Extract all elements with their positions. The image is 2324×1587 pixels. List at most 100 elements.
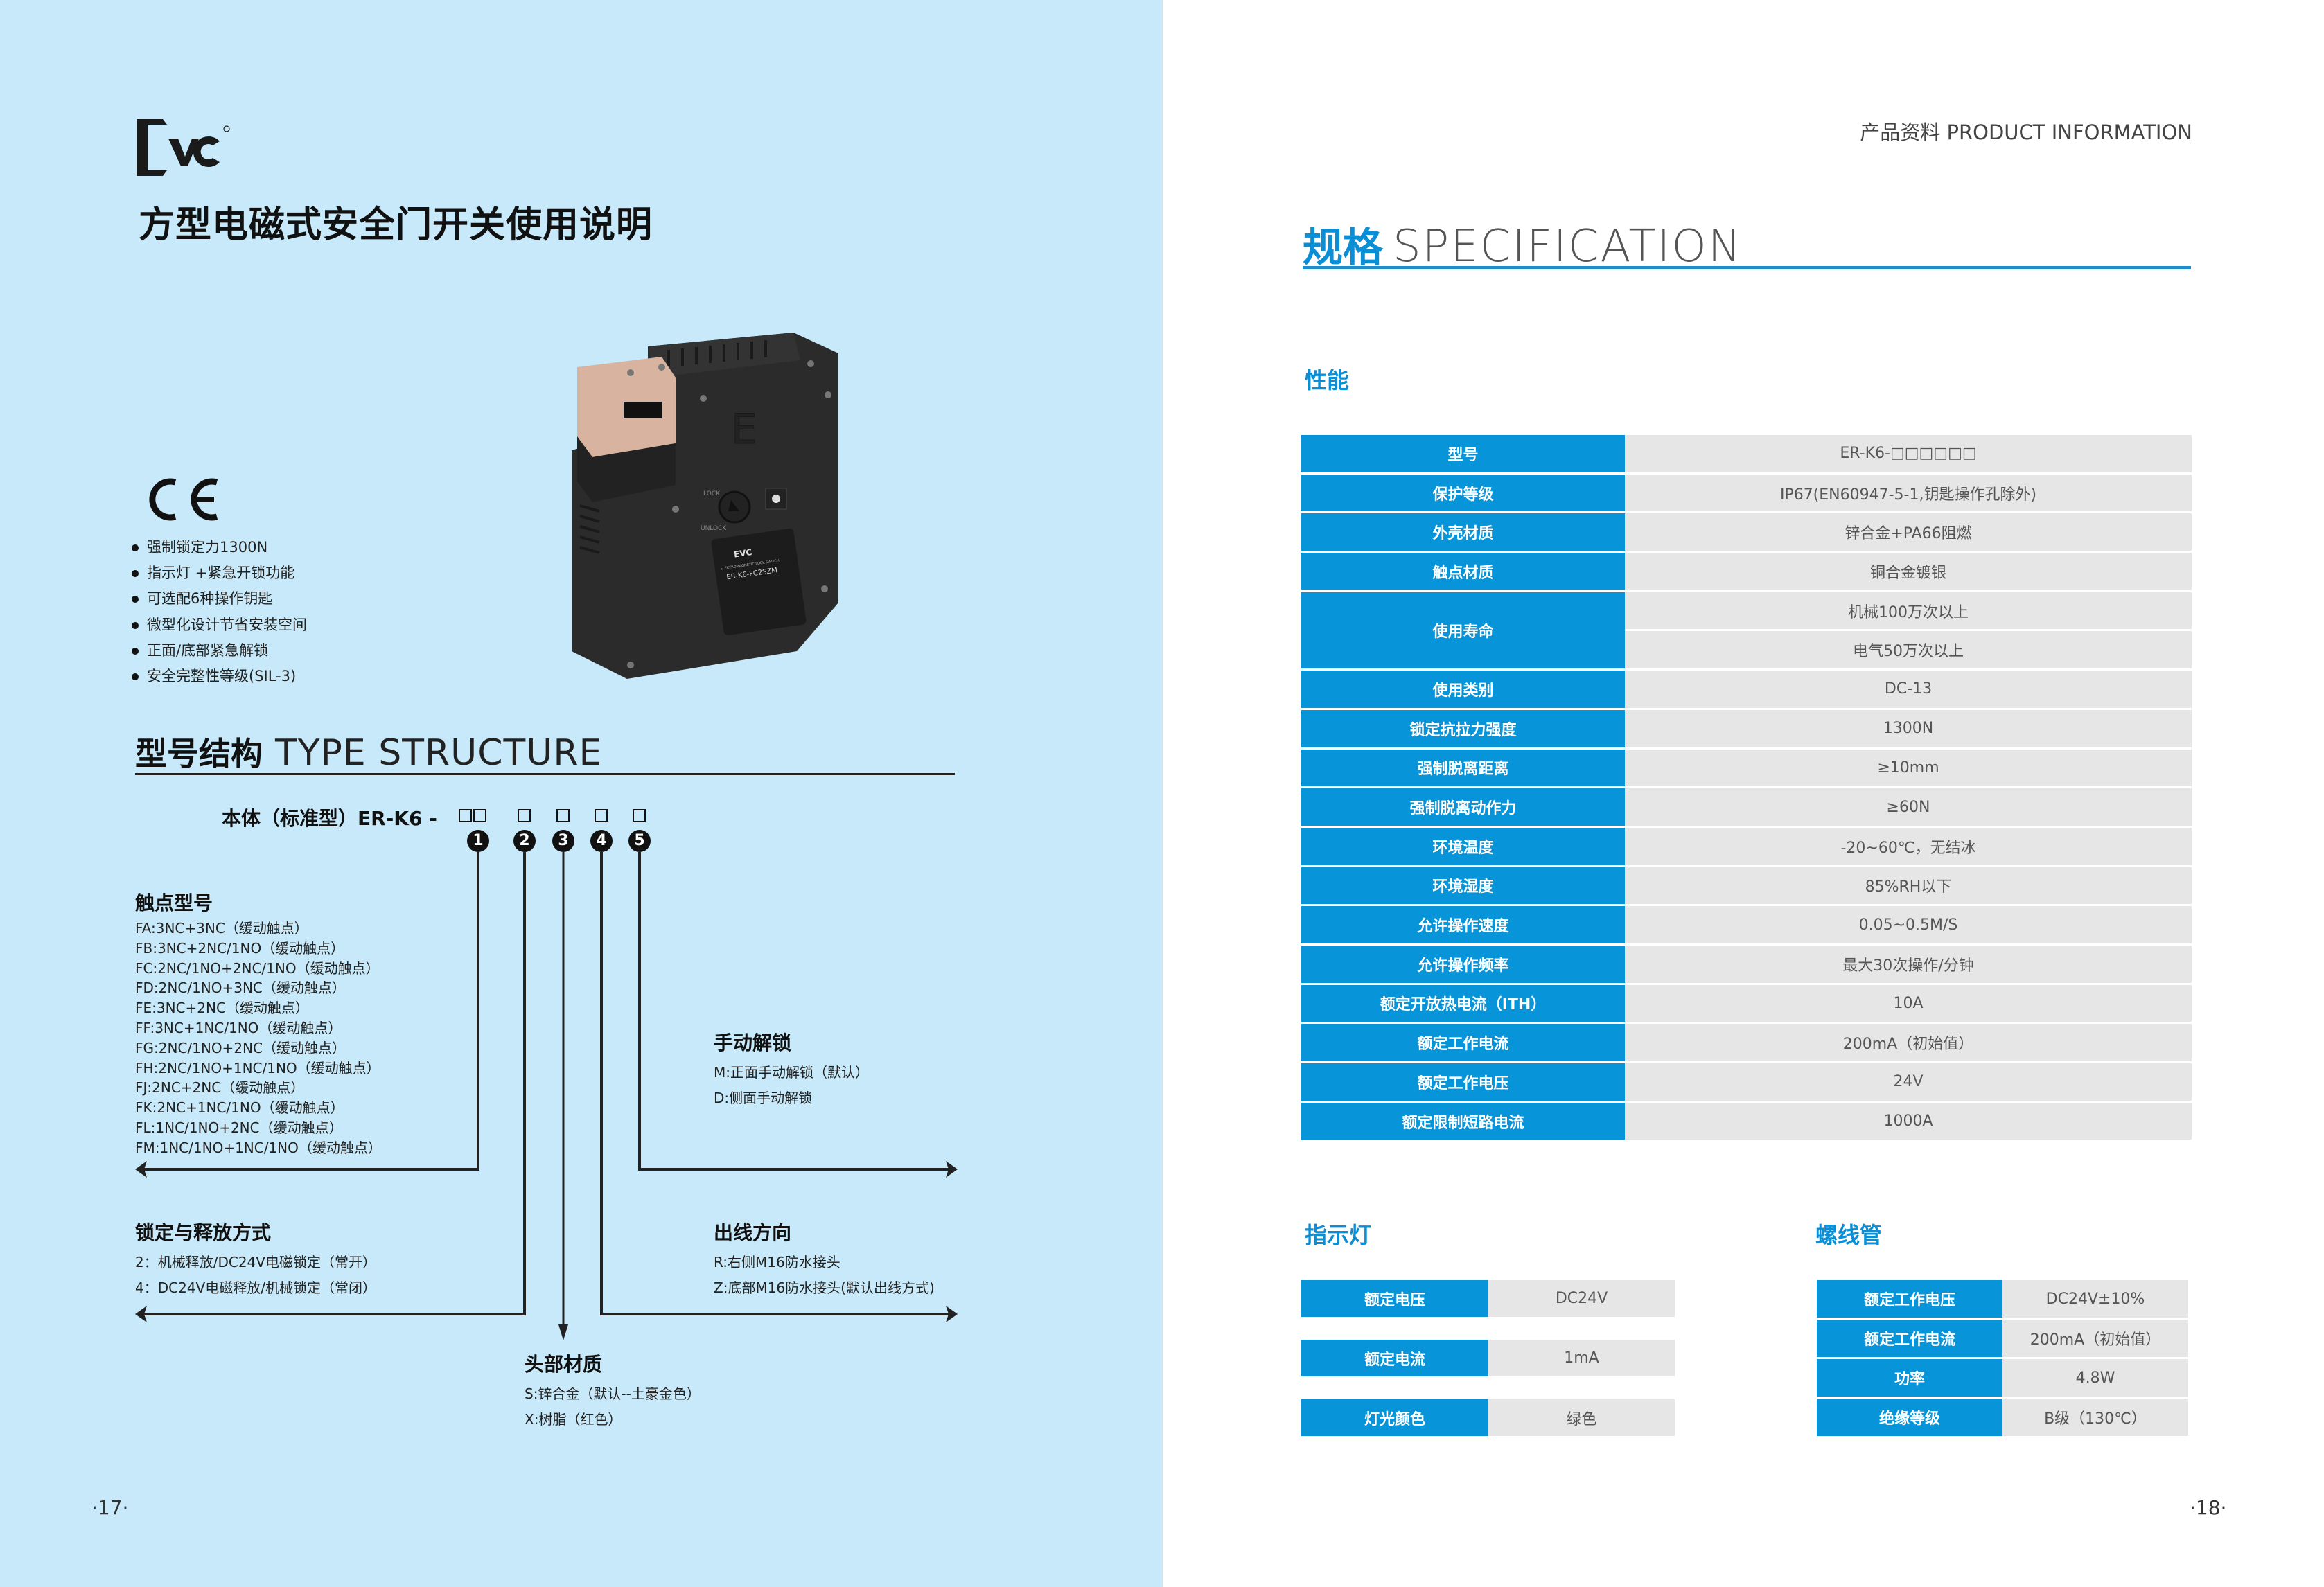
spec-label: 使用寿命 <box>1301 592 1625 671</box>
spec-value: ≥60N <box>1625 788 2192 828</box>
cable-direction-group: 出线方向 R:右侧M16防水接头 Z:底部M16防水接头(默认出线方式) <box>714 1218 935 1301</box>
marker-1: 1 <box>467 830 489 852</box>
solenoid-value: 4.8W <box>2002 1359 2188 1399</box>
lock-release-title: 锁定与释放方式 <box>135 1221 272 1244</box>
solenoid-value: B级（130℃） <box>2002 1399 2188 1438</box>
solenoid-value: 200mA（初始值） <box>2002 1320 2188 1359</box>
lock-release-group: 锁定与释放方式 2：机械释放/DC24V电磁锁定（常开） 4：DC24V电磁释放… <box>135 1218 376 1301</box>
head-material-item: S:锌合金（默认--土豪金色） <box>525 1385 701 1402</box>
spec-row: 环境温度-20~60℃，无结冰 <box>1301 827 2192 867</box>
contact-type-item: FF:3NC+1NC/1NO（缓动触点） <box>135 1019 342 1036</box>
indicator-label: 额定电压 <box>1301 1280 1488 1317</box>
product-label-brand: EVC <box>733 547 752 560</box>
feature-list: 强制锁定力1300N 指示灯 +紧急开锁功能 可选配6种操作钥匙 微型化设计节省… <box>132 535 307 689</box>
code-box <box>473 809 486 822</box>
spec-value: DC-13 <box>1625 671 2192 710</box>
feature-item: 正面/底部紧急解锁 <box>132 638 307 664</box>
indicator-title: 指示灯 <box>1305 1222 1372 1248</box>
head-material-title: 头部材质 <box>525 1353 603 1376</box>
indicator-label: 灯光颜色 <box>1301 1399 1488 1436</box>
ce-mark <box>142 478 222 521</box>
model-code-line: 本体（标准型）ER-K6 - <box>222 807 437 830</box>
spec-cn: 规格 <box>1303 224 1384 271</box>
spec-label: 环境湿度 <box>1301 867 1625 907</box>
spec-row: 触点材质铜合金镀银 <box>1301 553 2192 592</box>
spec-value: 0.05~0.5M/S <box>1625 906 2192 946</box>
contact-type-item: FK:2NC+1NC/1NO（缓动触点） <box>135 1099 344 1117</box>
spec-value: 200mA（初始值） <box>1625 1024 2192 1063</box>
spec-value: 铜合金镀银 <box>1625 553 2192 592</box>
contact-type-group: 触点型号 FA:3NC+3NC（缓动触点） FB:3NC+2NC/1NO（缓动触… <box>135 888 382 1158</box>
spec-label: 允许操作频率 <box>1301 945 1625 985</box>
spec-value: 1300N <box>1625 709 2192 750</box>
spec-row: 强制脱离动作力≥60N <box>1301 788 2192 828</box>
head-material-group: 头部材质 S:锌合金（默认--土豪金色） X:树脂（红色） <box>525 1349 701 1433</box>
spec-value: -20~60℃，无结冰 <box>1625 827 2192 867</box>
contact-type-item: FB:3NC+2NC/1NO（缓动触点） <box>135 939 345 957</box>
contact-type-item: FE:3NC+2NC（缓动触点） <box>135 1000 309 1017</box>
spec-value: 最大30次操作/分钟 <box>1625 945 2192 985</box>
product-label-lock: LOCK <box>703 490 721 497</box>
cable-direction-title: 出线方向 <box>714 1221 792 1244</box>
contact-type-item: FC:2NC/1NO+2NC/1NO（缓动触点） <box>135 959 380 977</box>
spec-row: 使用寿命机械100万次以上 <box>1301 592 2192 671</box>
code-box <box>518 809 531 822</box>
indicator-value: 绿色 <box>1488 1399 1675 1436</box>
spec-underline <box>1303 266 2191 269</box>
product-label-unlock: UNLOCK <box>701 525 727 532</box>
contact-type-item: FM:1NC/1NO+1NC/1NO（缓动触点） <box>135 1139 382 1156</box>
solenoid-label: 额定工作电压 <box>1817 1280 2002 1320</box>
spec-en: SPECIFICATION <box>1393 221 1743 272</box>
solenoid-label: 额定工作电流 <box>1817 1320 2002 1359</box>
spec-label: 触点材质 <box>1301 553 1625 592</box>
embossed-logo: E <box>731 405 757 454</box>
contact-type-title: 触点型号 <box>135 892 213 914</box>
code-box <box>633 809 646 822</box>
spec-value: 85%RH以下 <box>1625 867 2192 907</box>
spec-value: ER-K6-□□□□□□ <box>1625 435 2192 475</box>
indicator-value: DC24V <box>1488 1280 1675 1317</box>
spec-row: 外壳材质锌合金+PA66阻燃 <box>1301 513 2192 553</box>
marker-4: 4 <box>590 830 613 852</box>
spec-value: 24V <box>1625 1063 2192 1103</box>
spec-label: 保护等级 <box>1301 474 1625 514</box>
manual-unlock-group: 手动解锁 M:正面手动解锁（默认） D:侧面手动解锁 <box>714 1028 869 1111</box>
product-image: LOCK UNLOCK EVC ELECTROMAGNETIC LOCK SWI… <box>565 326 842 686</box>
manual-unlock-item: M:正面手动解锁（默认） <box>714 1064 869 1081</box>
solenoid-title: 螺线管 <box>1815 1222 1883 1248</box>
spec-value: 锌合金+PA66阻燃 <box>1625 513 2192 553</box>
spec-row: 强制脱离距离≥10mm <box>1301 749 2192 789</box>
feature-item: 安全完整性等级(SIL-3) <box>132 664 307 689</box>
code-box <box>556 809 570 822</box>
lock-release-item: 2：机械释放/DC24V电磁锁定（常开） <box>135 1254 376 1270</box>
spec-value: ≥10mm <box>1625 749 2192 789</box>
spec-label: 额定工作电流 <box>1301 1024 1625 1063</box>
type-structure-cn: 型号结构 <box>135 735 263 772</box>
contact-type-item: FL:1NC/1NO+2NC（缓动触点） <box>135 1119 343 1136</box>
performance-title: 性能 <box>1305 367 1350 393</box>
connector-lines <box>135 852 958 1340</box>
feature-item: 微型化设计节省安装空间 <box>132 612 307 638</box>
left-page: 方型电磁式安全门开关使用说明 强制锁定力1300N 指示灯 +紧急开锁功能 可选… <box>0 0 1163 1587</box>
contact-type-item: FD:2NC/1NO+3NC（缓动触点） <box>135 979 346 997</box>
solenoid-value: DC24V±10% <box>2002 1280 2188 1320</box>
spec-value: 电气50万次以上 <box>1625 631 2192 671</box>
spec-row: 电气50万次以上 <box>1301 631 2192 671</box>
spec-label: 外壳材质 <box>1301 513 1625 553</box>
spec-label: 锁定抗拉力强度 <box>1301 709 1625 750</box>
solenoid-label: 功率 <box>1817 1359 2002 1399</box>
contact-type-item: FG:2NC/1NO+2NC（缓动触点） <box>135 1039 346 1056</box>
spec-label: 额定开放热电流（ITH） <box>1301 984 1625 1025</box>
cable-direction-item: Z:底部M16防水接头(默认出线方式) <box>714 1279 935 1296</box>
